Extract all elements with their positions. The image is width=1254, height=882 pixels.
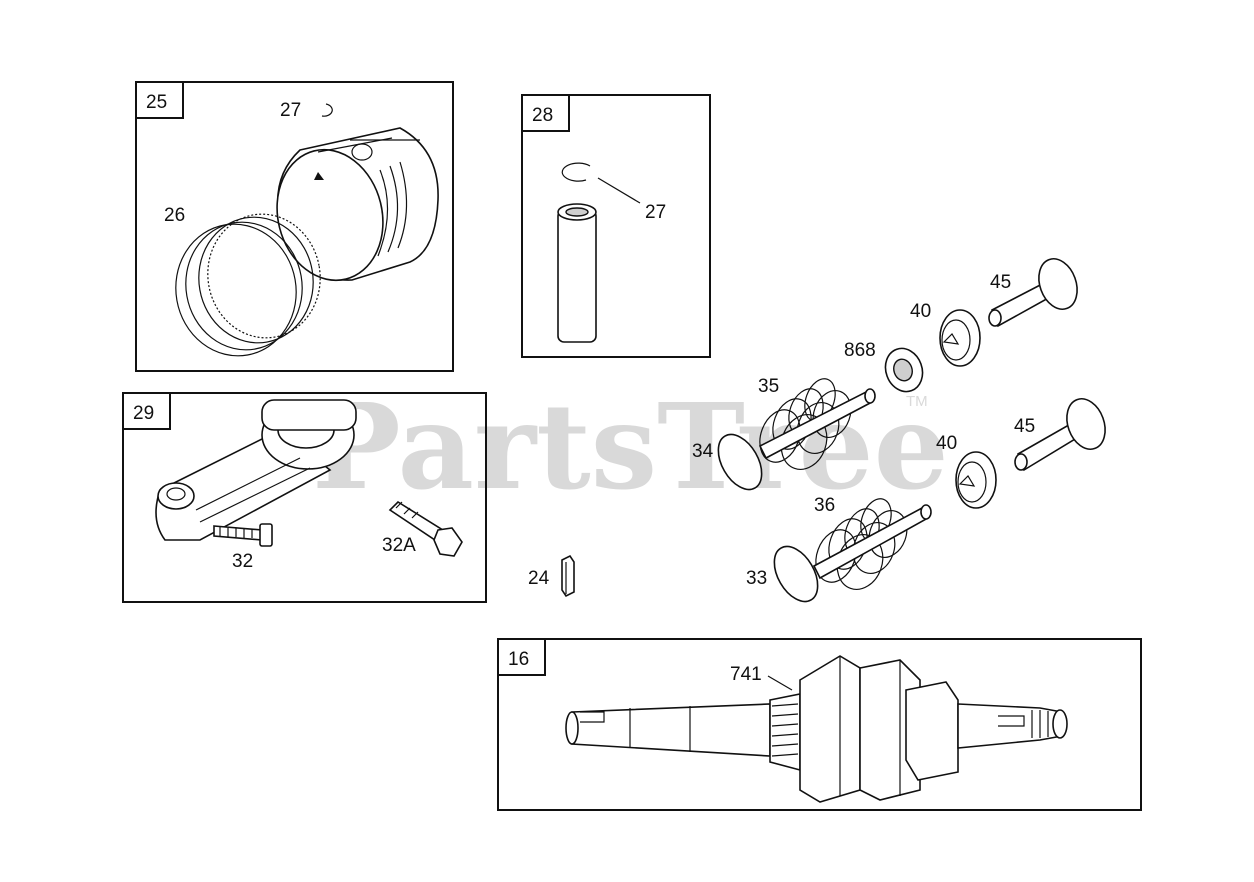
tappet-lower-callout: 45 [1014,416,1035,437]
intake-valve-callout: 33 [746,568,767,589]
retainer-upper-part[interactable]: 40 [910,301,981,367]
wrist-pin-part[interactable] [557,203,597,343]
seal-callout: 868 [844,340,876,361]
spring-upper-callout: 35 [758,376,779,397]
tappet-upper-callout: 45 [990,272,1011,293]
piston-rings-callout: 26 [164,205,185,226]
rod-bolt-alt-callout: 32A [382,535,416,556]
spring-lower-part[interactable]: 36 [809,495,913,596]
wrist-pin-box-id: 28 [532,105,553,126]
piston-part[interactable] [264,127,439,292]
pin-clip-callout: 27 [645,202,666,223]
watermark-text: PartsTree [312,377,949,516]
connecting-rod-box-id: 29 [133,403,154,424]
rod-bolt-part[interactable]: 32 [213,523,273,572]
pin-clip-part[interactable]: 27 [561,162,666,223]
retainer-lower-callout: 40 [936,433,957,454]
connecting-rod-part[interactable] [155,399,357,541]
crankshaft-part[interactable]: 741 [565,655,1068,803]
retainer-upper-callout: 40 [910,301,931,322]
connecting-rod-box[interactable]: 29 [122,392,487,603]
spring-lower-callout: 36 [814,495,835,516]
tappet-lower-part[interactable]: 45 [1014,393,1112,472]
piston-clip-callout: 27 [280,100,301,121]
crankshaft-box-id: 16 [508,649,529,670]
piston-rings-part[interactable]: 26 [164,205,330,365]
watermark-tm: TM [906,393,928,410]
gear-callout: 741 [730,664,762,685]
wrist-pin-box[interactable]: 28 [521,94,711,358]
retainer-lower-part[interactable]: 40 [936,433,997,509]
intake-valve-part[interactable]: 33 [746,504,932,609]
seal-part[interactable]: 868 [844,340,928,397]
exhaust-valve-part[interactable]: 34 [692,388,876,497]
piston-assembly-id: 25 [146,92,167,113]
rod-bolt-callout: 32 [232,551,253,572]
rod-bolt-alt-part[interactable]: 32A [382,500,463,557]
key-part[interactable]: 24 [528,554,575,598]
crankshaft-box[interactable]: 16 [497,638,1142,811]
tappet-upper-part[interactable]: 45 [988,253,1084,328]
piston-clip-part[interactable]: 27 [280,100,333,121]
key-callout: 24 [528,568,550,589]
exhaust-valve-callout: 34 [692,441,714,462]
piston-assembly-box[interactable]: 25 [135,81,454,372]
